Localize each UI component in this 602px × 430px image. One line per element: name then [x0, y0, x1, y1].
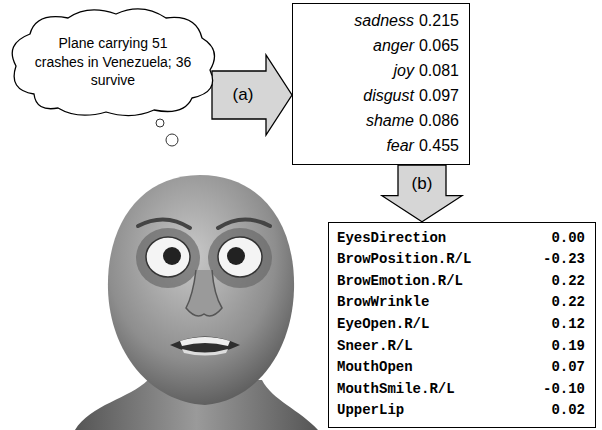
- parameter-value: 0.00: [543, 228, 585, 250]
- teeth: [180, 337, 230, 346]
- emotion-name: anger: [354, 34, 414, 58]
- parameter-name: BrowPosition.R/L: [337, 249, 529, 271]
- emotion-name: shame: [354, 109, 414, 133]
- emotion-name: disgust: [354, 84, 414, 108]
- thought-cloud: Plane carrying 51 crashes in Venezuela; …: [6, 6, 220, 118]
- emotion-name: sadness: [354, 9, 414, 33]
- thought-dot: [166, 134, 178, 146]
- step-label: (a): [233, 85, 254, 105]
- parameter-name: MouthOpen: [337, 357, 529, 379]
- head: [108, 175, 294, 405]
- parameter-name: BrowWrinkle: [337, 292, 529, 314]
- parameter-value: 0.12: [543, 314, 585, 336]
- parameter-name: MouthSmile.R/L: [337, 379, 529, 401]
- nose: [186, 270, 222, 316]
- block-arrow: [212, 55, 292, 135]
- eye: [218, 237, 262, 277]
- emotion-score: 0.097: [419, 84, 459, 108]
- parameter-box: EyesDirection 0.00BrowPosition.R/L -0.23Br…: [328, 222, 596, 428]
- thought-dot: [156, 119, 164, 127]
- eye: [146, 237, 190, 277]
- parameter-name: EyeOpen.R/L: [337, 314, 529, 336]
- parameter-value: -0.10: [543, 379, 585, 401]
- parameter-value: 0.19: [543, 336, 585, 358]
- emotion-score: 0.086: [419, 109, 459, 133]
- parameter-name: Sneer.R/L: [337, 336, 529, 358]
- parameter-name: UpperLip: [337, 400, 529, 422]
- emotion-score: 0.455: [419, 134, 459, 158]
- parameter-name: EyesDirection: [337, 228, 529, 250]
- cloud-path: [12, 9, 214, 116]
- teeth: [182, 349, 228, 356]
- mouth: [170, 337, 240, 354]
- emotion-name: fear: [354, 134, 414, 158]
- eye-socket: [136, 228, 200, 288]
- parameter-value: 0.22: [543, 292, 585, 314]
- headline-text: Plane carrying 51 crashes in Venezuela; …: [33, 34, 193, 91]
- emotion-score: 0.215: [419, 9, 459, 33]
- emotion-box: sadness0.215anger0.065joy0.081disgust0.0…: [292, 3, 470, 165]
- brow: [138, 219, 190, 228]
- parameter-value: -0.23: [543, 249, 585, 271]
- emotion-score: 0.081: [419, 59, 459, 83]
- block-arrow: [382, 165, 462, 222]
- parameter-value: 0.07: [543, 357, 585, 379]
- step-label: (b): [412, 174, 433, 194]
- eye-socket: [208, 228, 272, 288]
- pupil: [227, 247, 245, 265]
- brow: [218, 219, 270, 228]
- parameter-name: BrowEmotion.R/L: [337, 271, 529, 293]
- emotion-name: joy: [354, 59, 414, 83]
- pupil: [163, 247, 181, 265]
- parameter-value: 0.02: [543, 400, 585, 422]
- parameter-value: 0.22: [543, 271, 585, 293]
- emotion-score: 0.065: [419, 34, 459, 58]
